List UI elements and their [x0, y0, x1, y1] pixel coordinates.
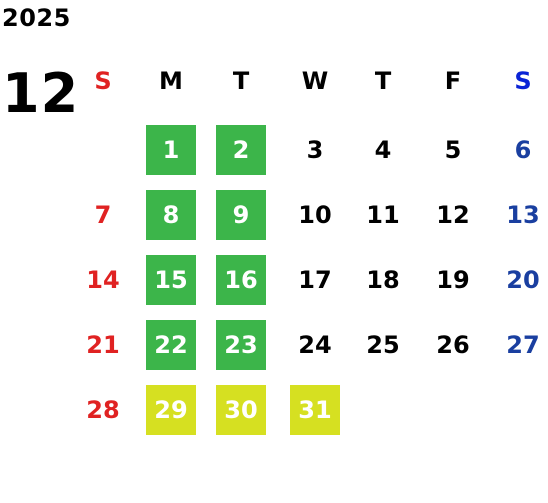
- weekday-header-fri: F: [444, 67, 462, 95]
- day-cell-14[interactable]: 14: [86, 266, 120, 294]
- day-cell-19[interactable]: 19: [436, 266, 470, 294]
- day-cell-11[interactable]: 11: [366, 201, 400, 229]
- day-cell-3[interactable]: 3: [306, 136, 324, 164]
- day-cell-28[interactable]: 28: [86, 396, 120, 424]
- day-cell-7[interactable]: 7: [94, 201, 112, 229]
- year-label: 2025: [2, 4, 71, 32]
- day-cell-12[interactable]: 12: [436, 201, 470, 229]
- day-cell-26[interactable]: 26: [436, 331, 470, 359]
- day-cell-6[interactable]: 6: [514, 136, 532, 164]
- day-cell-20[interactable]: 20: [506, 266, 540, 294]
- weekday-header-sun: S: [94, 67, 112, 95]
- day-cell-15[interactable]: 15: [146, 255, 196, 305]
- day-cell-13[interactable]: 13: [506, 201, 540, 229]
- day-cell-30[interactable]: 30: [216, 385, 266, 435]
- day-cell-27[interactable]: 27: [506, 331, 540, 359]
- day-cell-10[interactable]: 10: [298, 201, 332, 229]
- day-cell-25[interactable]: 25: [366, 331, 400, 359]
- day-cell-17[interactable]: 17: [298, 266, 332, 294]
- day-cell-1[interactable]: 1: [146, 125, 196, 175]
- day-cell-18[interactable]: 18: [366, 266, 400, 294]
- day-cell-9[interactable]: 9: [216, 190, 266, 240]
- day-cell-31[interactable]: 31: [290, 385, 340, 435]
- day-cell-5[interactable]: 5: [444, 136, 462, 164]
- day-cell-2[interactable]: 2: [216, 125, 266, 175]
- day-cell-21[interactable]: 21: [86, 331, 120, 359]
- day-cell-23[interactable]: 23: [216, 320, 266, 370]
- month-label: 12: [2, 62, 80, 125]
- weekday-header-tue: T: [232, 67, 250, 95]
- weekday-header-wed: W: [301, 67, 329, 95]
- day-cell-29[interactable]: 29: [146, 385, 196, 435]
- weekday-header-thu: T: [374, 67, 392, 95]
- day-cell-16[interactable]: 16: [216, 255, 266, 305]
- day-cell-4[interactable]: 4: [374, 136, 392, 164]
- day-cell-22[interactable]: 22: [146, 320, 196, 370]
- day-cell-24[interactable]: 24: [298, 331, 332, 359]
- day-cell-8[interactable]: 8: [146, 190, 196, 240]
- weekday-header-mon: M: [159, 67, 183, 95]
- weekday-header-sat: S: [514, 67, 532, 95]
